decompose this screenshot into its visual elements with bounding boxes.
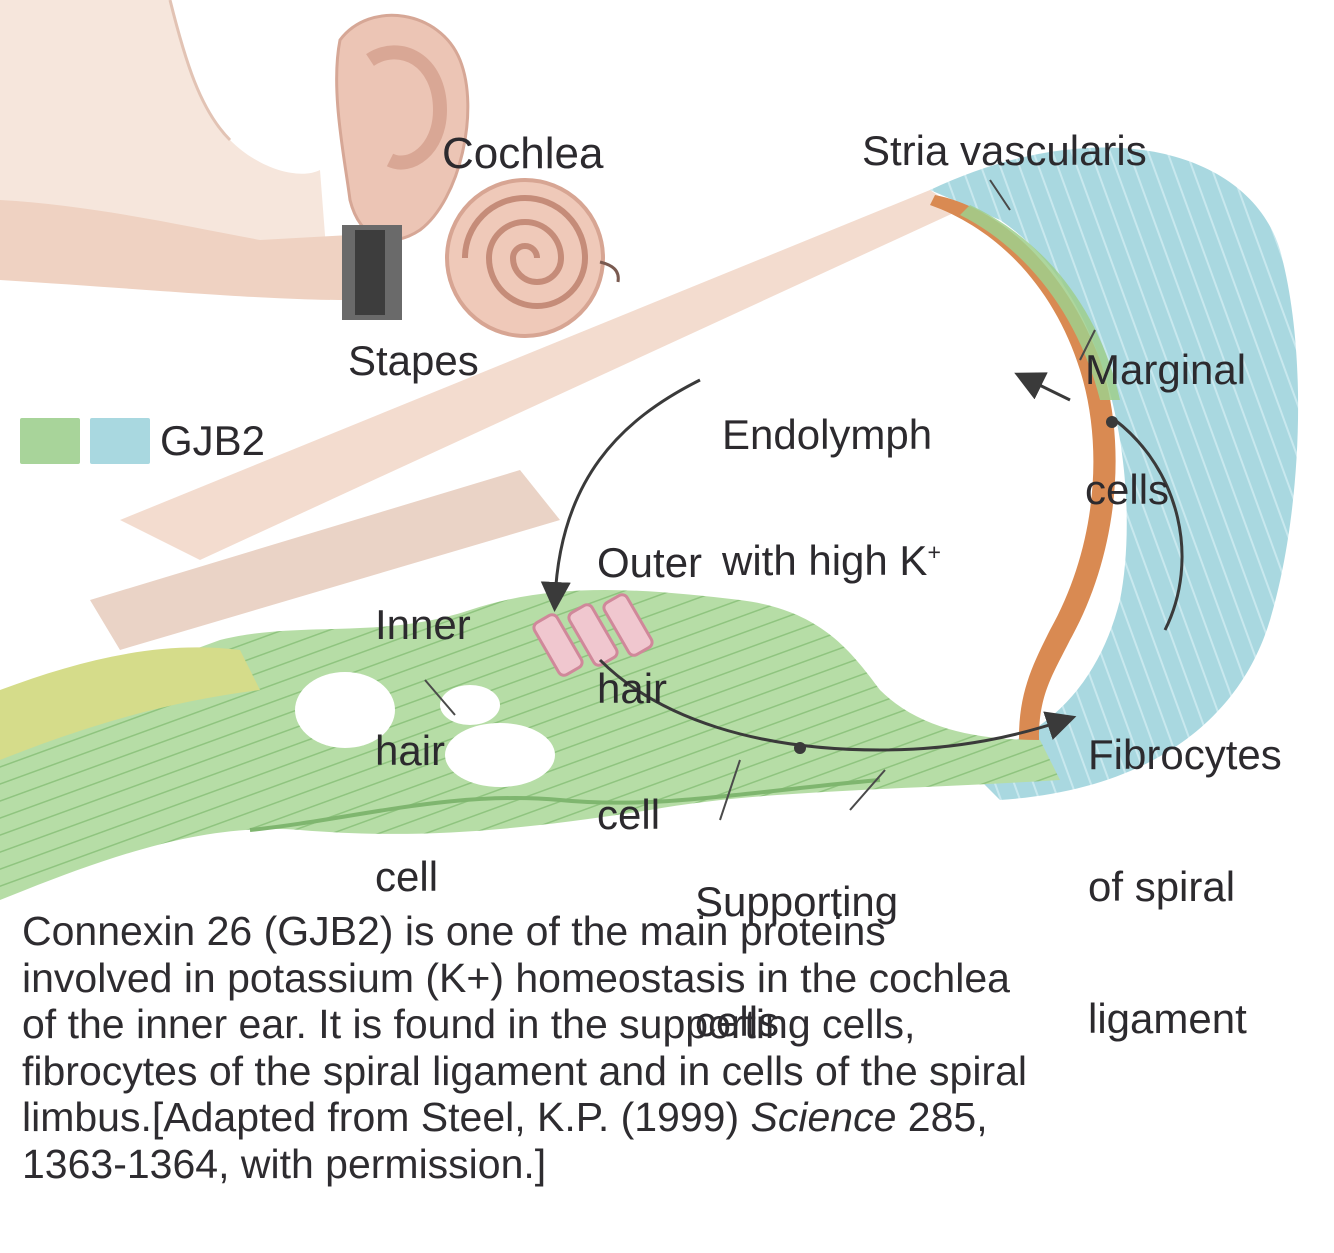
label-outer-line1: Outer — [597, 542, 702, 584]
legend-swatch-green — [20, 418, 80, 464]
label-fibrocytes-line1: Fibrocytes — [1088, 733, 1282, 777]
label-endolymph-line2: with high K+ — [722, 540, 941, 582]
label-marginal-line2: cells — [1085, 470, 1246, 510]
caption-line-3: of the inner ear. It is found in the sup… — [22, 1001, 1322, 1048]
label-outer-line3: cell — [597, 794, 702, 836]
caption-line-5a: limbus.[Adapted from Steel, K.P. (1999) — [22, 1094, 751, 1140]
legend-label-gjb2: GJB2 — [160, 420, 265, 462]
label-inner-line2: hair — [375, 730, 471, 772]
label-inner-line1: Inner — [375, 604, 471, 646]
caption-journal: Science — [751, 1094, 897, 1140]
k-dot-2 — [794, 742, 806, 754]
caption-line-2: involved in potassium (K+) homeostasis i… — [22, 955, 1322, 1002]
caption-line-6: 1363-1364, with permission.] — [22, 1141, 1322, 1188]
label-endolymph-line1: Endolymph — [722, 414, 941, 456]
label-stapes: Stapes — [348, 340, 479, 382]
label-outer-line2: hair — [597, 668, 702, 710]
caption-line-1: Connexin 26 (GJB2) is one of the main pr… — [22, 908, 1322, 955]
label-endolymph-sup: + — [927, 539, 941, 565]
label-marginal-cells: Marginal cells — [1085, 270, 1246, 590]
label-stria-vascularis: Stria vascularis — [862, 130, 1147, 172]
legend-swatch-blue — [90, 418, 150, 464]
label-cochlea: Cochlea — [442, 132, 603, 176]
caption-line-4: fibrocytes of the spiral ligament and in… — [22, 1048, 1322, 1095]
label-inner-line3: cell — [375, 856, 471, 898]
caption-line-5b: 285, — [896, 1094, 987, 1140]
label-outer-hair-cell: Outer hair cell — [597, 458, 702, 920]
label-fibrocytes-line2: of spiral — [1088, 865, 1282, 909]
ear-canal-shadow — [355, 230, 385, 315]
label-endolymph-line2-text: with high K — [722, 537, 927, 584]
figure-caption: Connexin 26 (GJB2) is one of the main pr… — [22, 908, 1322, 1187]
k-recycling-arrow-top — [1025, 378, 1070, 400]
label-marginal-line1: Marginal — [1085, 350, 1246, 390]
cochlea-snail — [447, 180, 618, 336]
label-endolymph: Endolymph with high K+ — [722, 330, 941, 666]
caption-line-5: limbus.[Adapted from Steel, K.P. (1999) … — [22, 1094, 1322, 1141]
